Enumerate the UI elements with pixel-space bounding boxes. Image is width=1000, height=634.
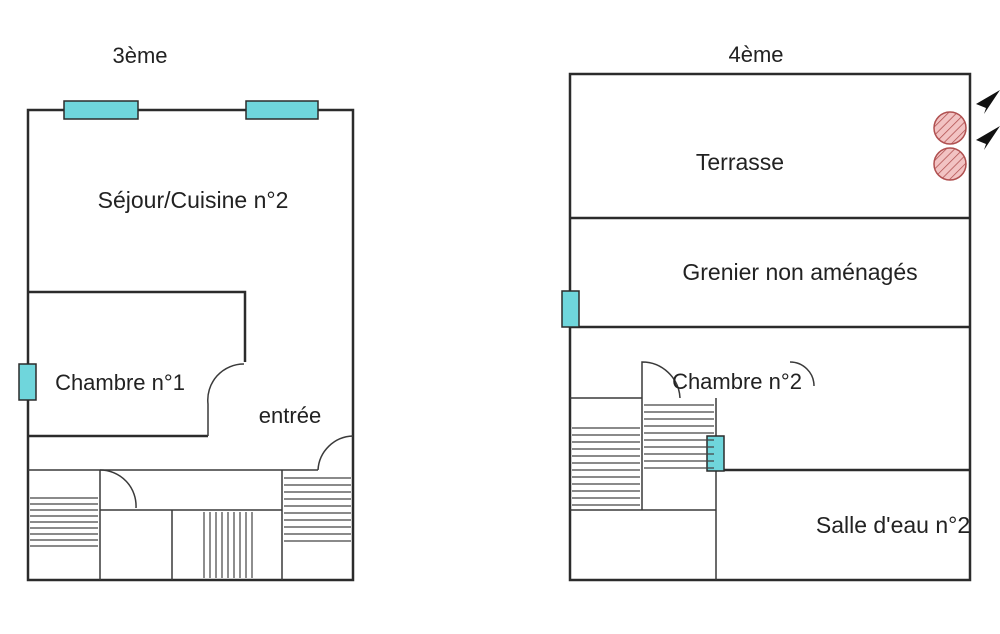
window-icon	[18, 363, 37, 401]
floor-4-inner-walls	[570, 397, 717, 580]
room-label-terrasse: Terrasse	[696, 149, 784, 175]
room-label-grenier: Grenier non aménagés	[682, 259, 917, 285]
door-swing-icon	[99, 469, 137, 509]
arrow-icon	[976, 126, 1000, 150]
stairs-icon	[203, 512, 253, 578]
door-swing-icon	[207, 363, 245, 436]
stairs-icon	[644, 404, 714, 469]
room-label-sejour: Séjour/Cuisine n°2	[98, 187, 289, 213]
chambre-1-walls	[28, 290, 247, 438]
door-swing-icon	[789, 361, 815, 387]
floor-4-title: 4ème	[728, 42, 783, 67]
room-label-chambre-1: Chambre n°1	[55, 370, 185, 395]
room-label-salle-eau: Salle d'eau n°2	[816, 512, 970, 538]
room-label-chambre-2: Chambre n°2	[672, 369, 802, 394]
floor-3-title: 3ème	[112, 43, 167, 68]
floor-4: 4ème	[561, 42, 1000, 582]
floor-4-walls	[570, 216, 970, 472]
stairs-icon	[572, 427, 640, 506]
plant-pot-icon	[933, 111, 967, 145]
floor-3-lower-walls	[28, 469, 318, 580]
floor-3: 3ème	[18, 43, 355, 582]
window-icon	[63, 100, 139, 120]
window-icon	[245, 100, 319, 120]
window-icon	[561, 290, 580, 328]
door-swing-icon	[641, 361, 681, 399]
plant-pot-icon	[933, 147, 967, 181]
door-swing-icon	[317, 435, 354, 471]
stairs-icon	[284, 477, 351, 542]
room-label-entree: entrée	[259, 403, 321, 428]
floor-3-outline	[26, 108, 355, 582]
stairs-icon	[30, 497, 98, 547]
arrow-icon	[976, 90, 1000, 114]
